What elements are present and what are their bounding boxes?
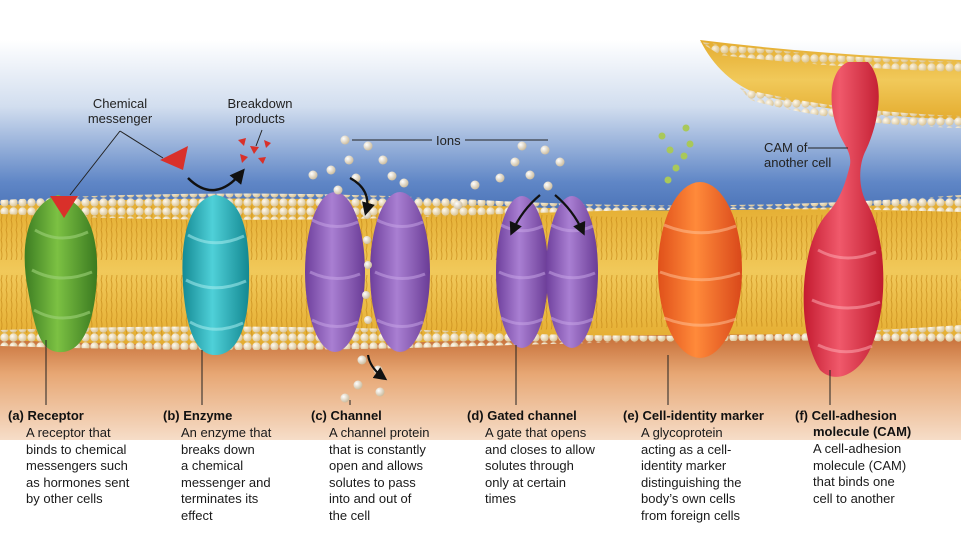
carbohydrate-chain	[658, 124, 694, 184]
cell-identity-marker-protein	[658, 124, 742, 358]
caption-b-desc: An enzyme that breaks down a chemical me…	[181, 425, 272, 523]
enzyme-reaction-arrow	[187, 168, 245, 192]
leader-lines	[45, 129, 848, 405]
channel-flow-arrow-in	[349, 177, 375, 216]
label-line: Chemical	[92, 96, 148, 111]
gate-arrow-right	[554, 194, 586, 236]
caption-e-desc: A glycoprotein acting as a cell- identit…	[641, 425, 742, 523]
caption-d-desc: A gate that opens and closes to allow so…	[485, 425, 595, 506]
caption-c-desc: A channel protein that is constantly ope…	[329, 425, 430, 523]
gate-arrow-left	[509, 194, 541, 236]
label-line: Breakdown	[227, 96, 293, 111]
label-line: messenger	[87, 111, 153, 126]
caption-a-title: (a) Receptor	[8, 408, 84, 423]
caption-a-desc: A receptor that binds to chemical messen…	[26, 425, 130, 506]
caption-e-title: (e) Cell-identity marker	[623, 408, 764, 423]
caption-d-title: (d) Gated channel	[467, 408, 577, 423]
cell-adhesion-molecule	[803, 62, 884, 377]
label-ions: Ions	[436, 133, 461, 148]
bound-messenger-icon	[50, 196, 78, 218]
breakdown-products-icon	[238, 138, 271, 164]
label-line: CAM of	[764, 140, 808, 155]
label-line: products	[235, 111, 285, 126]
label-line: another cell	[764, 155, 832, 170]
channel-protein	[305, 192, 430, 352]
enzyme-protein	[182, 195, 250, 356]
label-chemical-messenger: Chemical messenger	[80, 96, 160, 126]
label-cam-of-another-cell: CAM of another cell	[764, 140, 831, 170]
caption-f-title: (f) Cell-adhesion	[795, 408, 897, 423]
caption-c-title: (c) Channel	[311, 408, 382, 423]
caption-f-title-2: molecule (CAM)	[813, 424, 912, 439]
caption-b-title: (b) Enzyme	[163, 408, 233, 423]
caption-f-desc: A cell-adhesion molecule (CAM) that bind…	[813, 441, 907, 506]
chemical-messenger-icon	[160, 146, 188, 170]
label-breakdown-products: Breakdown products	[220, 96, 300, 126]
channel-flow-arrow-out	[366, 354, 388, 381]
ions	[308, 135, 565, 403]
receptor-protein	[24, 195, 98, 353]
